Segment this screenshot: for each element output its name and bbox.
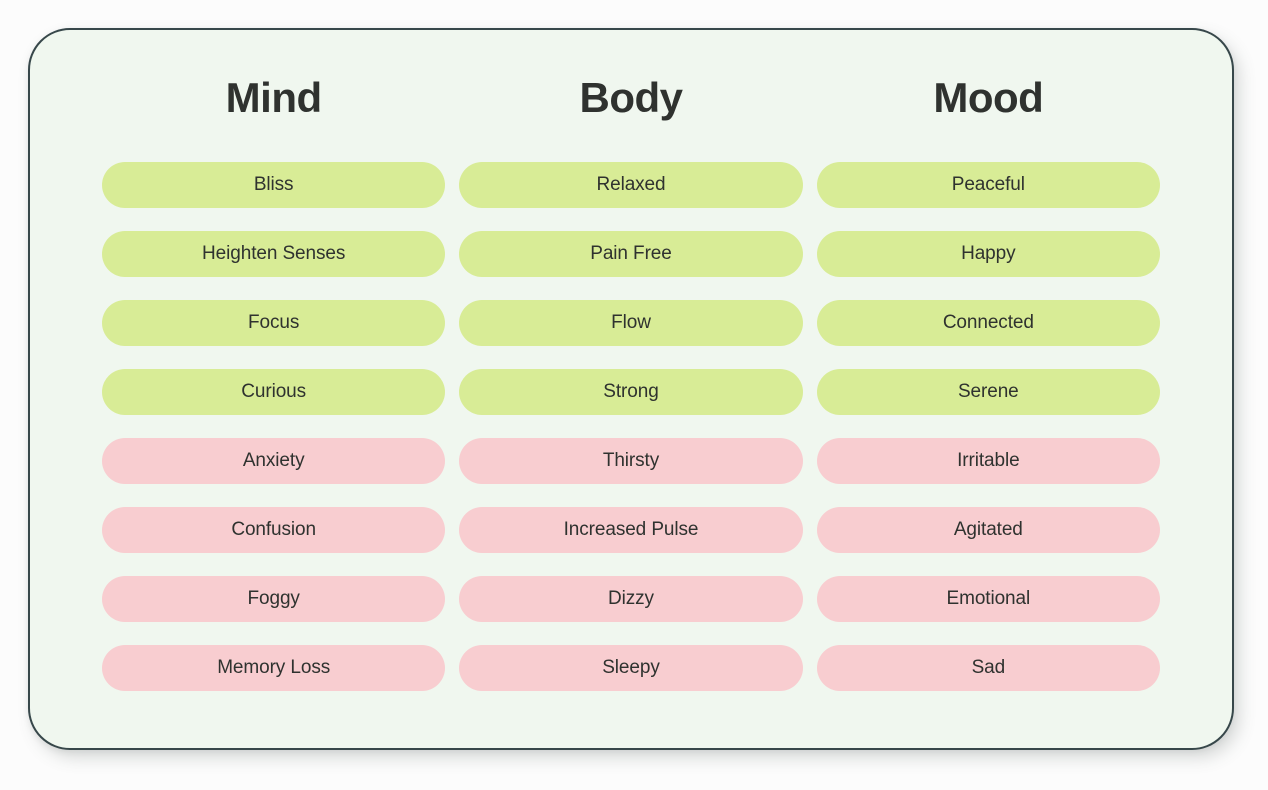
- effect-pill[interactable]: Foggy: [102, 576, 446, 622]
- effect-pill[interactable]: Heighten Senses: [102, 231, 446, 277]
- effect-pill[interactable]: Pain Free: [459, 231, 803, 277]
- effect-pill[interactable]: Memory Loss: [102, 645, 446, 691]
- effect-pill[interactable]: Confusion: [102, 507, 446, 553]
- effect-pill[interactable]: Relaxed: [459, 162, 803, 208]
- effect-pill[interactable]: Sad: [816, 645, 1160, 691]
- effect-pill[interactable]: Agitated: [816, 507, 1160, 553]
- effect-pill[interactable]: Connected: [816, 300, 1160, 346]
- effect-pill[interactable]: Strong: [459, 369, 803, 415]
- effect-pill[interactable]: Bliss: [102, 162, 446, 208]
- column-heading: Mind: [225, 74, 322, 121]
- column-heading: Body: [579, 74, 683, 121]
- effect-pill[interactable]: Thirsty: [459, 438, 803, 484]
- effect-pill[interactable]: Focus: [102, 300, 446, 346]
- effect-pill[interactable]: Happy: [816, 231, 1160, 277]
- effect-pill[interactable]: Serene: [816, 369, 1160, 415]
- effect-pill[interactable]: Flow: [459, 300, 803, 346]
- effect-pill[interactable]: Increased Pulse: [459, 507, 803, 553]
- effect-pill[interactable]: Irritable: [816, 438, 1160, 484]
- effect-pill[interactable]: Curious: [102, 369, 446, 415]
- effect-pill[interactable]: Peaceful: [816, 162, 1160, 208]
- column-heading: Mood: [933, 74, 1044, 121]
- effect-pill[interactable]: Anxiety: [102, 438, 446, 484]
- effect-pill[interactable]: Dizzy: [459, 576, 803, 622]
- effect-pill[interactable]: Emotional: [816, 576, 1160, 622]
- effect-pill[interactable]: Sleepy: [459, 645, 803, 691]
